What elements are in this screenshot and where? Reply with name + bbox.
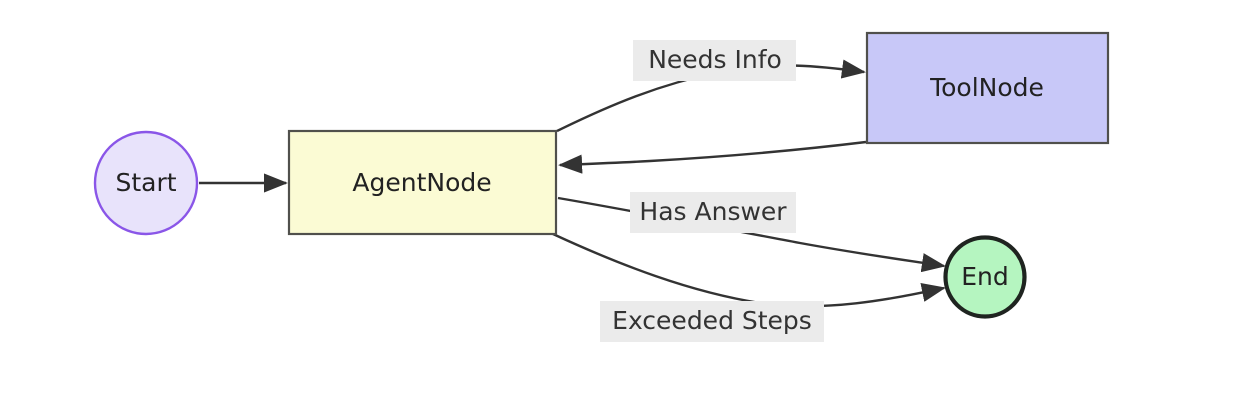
node-end[interactable]: End <box>943 235 1027 319</box>
edge-label-needs-info-bg <box>633 40 796 81</box>
edge-label-exceeded-steps-text: Exceeded Steps <box>612 306 812 335</box>
edge-label-layer: Needs Info Has Answer Exceeded Steps <box>600 40 824 342</box>
edge-label-has-answer-text: Has Answer <box>639 197 787 226</box>
edge-label-needs-info: Needs Info <box>633 40 796 81</box>
node-end-shape[interactable] <box>943 235 1027 319</box>
edge-agent-to-end-answer <box>557 196 946 273</box>
node-tool[interactable]: ToolNode <box>865 31 1110 145</box>
edge-label-has-answer-bg <box>630 192 796 233</box>
edge-tool-to-agent-path <box>558 140 867 174</box>
node-start-label: Start <box>115 168 176 197</box>
edge-label-has-answer: Has Answer <box>630 192 796 233</box>
node-end-label: End <box>961 262 1009 291</box>
node-tool-label: ToolNode <box>929 73 1044 102</box>
edge-agent-to-end-exceeded-path <box>552 232 946 308</box>
node-agent-label: AgentNode <box>352 168 491 197</box>
edge-label-needs-info-text: Needs Info <box>648 45 782 74</box>
edge-label-exceeded-steps: Exceeded Steps <box>600 301 824 342</box>
edge-tool-to-agent <box>558 140 867 174</box>
node-layer: Start AgentNode ToolNode End <box>93 31 1110 319</box>
edge-agent-to-end-exceeded <box>552 232 946 308</box>
node-agent[interactable]: AgentNode <box>287 129 558 236</box>
node-start-shape[interactable] <box>93 130 199 236</box>
edge-agent-to-end-answer-path <box>557 196 946 273</box>
node-agent-shape[interactable] <box>287 129 558 236</box>
edge-label-exceeded-steps-bg <box>600 301 824 342</box>
node-start[interactable]: Start <box>93 130 199 236</box>
node-tool-shape[interactable] <box>865 31 1110 145</box>
